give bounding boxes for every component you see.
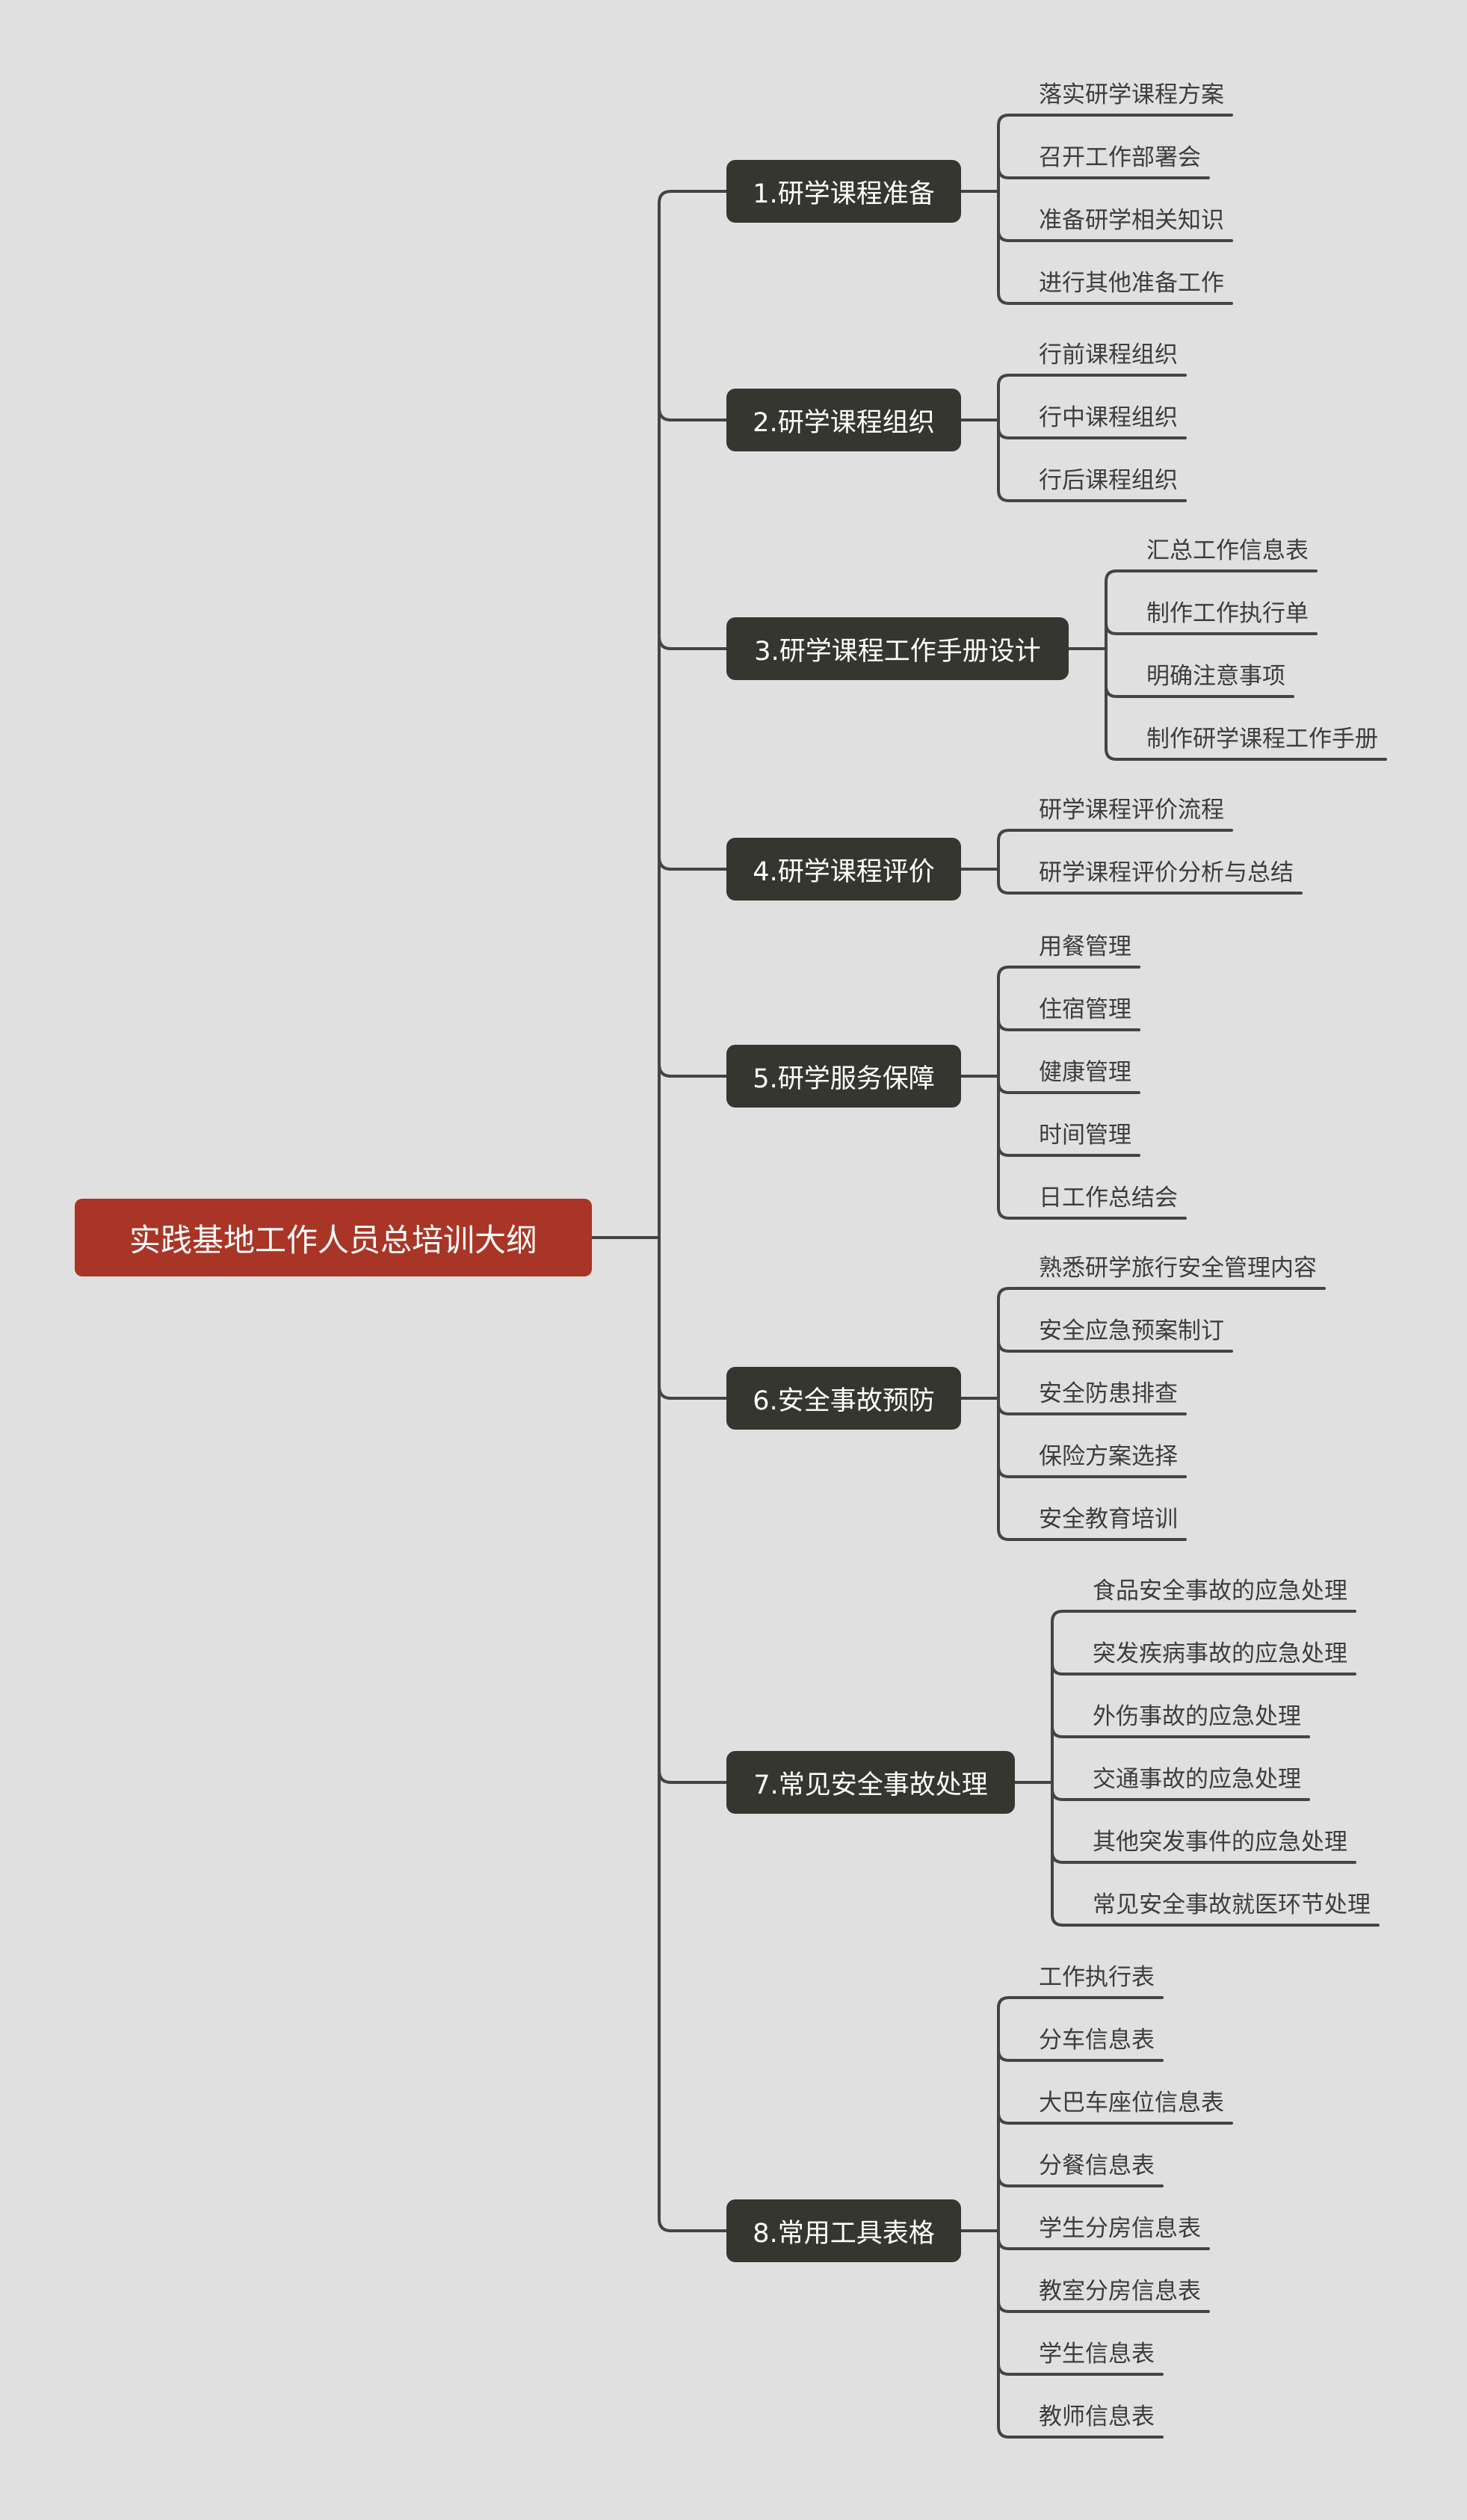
- leaf-topic[interactable]: 食品安全事故的应急处理: [1093, 1578, 1347, 1605]
- leaf-underline: [997, 166, 1210, 179]
- leaf-topic[interactable]: 安全应急预案制订: [1039, 1318, 1224, 1344]
- leaf-topic[interactable]: 熟悉研学旅行安全管理内容: [1039, 1255, 1317, 1282]
- leaf-topic[interactable]: 日工作总结会: [1039, 1185, 1178, 1211]
- branch-connector: [658, 856, 728, 871]
- leaf-topic[interactable]: 研学课程评价分析与总结: [1039, 859, 1294, 886]
- leaf-underline: [997, 229, 1233, 242]
- leaf-topic[interactable]: 研学课程评价流程: [1039, 797, 1224, 824]
- leaf-underline: [997, 1206, 1187, 1220]
- leaf-underline: [997, 1465, 1187, 1478]
- leaf-topic[interactable]: 落实研学课程方案: [1039, 81, 1224, 108]
- leaf-underline: [997, 1081, 1140, 1094]
- leaf-topic[interactable]: 制作工作执行单: [1146, 600, 1309, 627]
- leaf-underline: [997, 2111, 1233, 2125]
- leaf-topic[interactable]: 明确注意事项: [1146, 663, 1285, 690]
- leaf-underline: [997, 2048, 1164, 2062]
- leaf-topic[interactable]: 突发疾病事故的应急处理: [1093, 1640, 1347, 1667]
- leaf-topic[interactable]: 安全教育培训: [1039, 1506, 1178, 1533]
- leaf-underline: [997, 1528, 1187, 1541]
- leaf-topic[interactable]: 安全防患排查: [1039, 1380, 1178, 1407]
- branch-topic[interactable]: 6.安全事故预防: [726, 1367, 961, 1430]
- leaf-underline: [997, 374, 1187, 387]
- leaf-topic[interactable]: 住宿管理: [1039, 996, 1131, 1023]
- leaf-topic[interactable]: 分餐信息表: [1039, 2152, 1155, 2179]
- branch-connector: [658, 407, 728, 421]
- leaf-underline: [1051, 1610, 1356, 1623]
- leaf-underline: [997, 966, 1140, 979]
- leaf-topic[interactable]: 大巴车座位信息表: [1039, 2090, 1224, 2116]
- leaf-topic[interactable]: 学生信息表: [1039, 2341, 1155, 2368]
- leaf-underline: [1105, 747, 1387, 761]
- branch-topic[interactable]: 1.研学课程准备: [726, 160, 961, 223]
- leaf-topic[interactable]: 汇总工作信息表: [1146, 537, 1309, 564]
- leaf-topic[interactable]: 健康管理: [1039, 1059, 1131, 1086]
- leaf-topic[interactable]: 行中课程组织: [1039, 404, 1178, 431]
- branch-connector: [658, 1769, 728, 1784]
- leaf-underline: [997, 291, 1233, 305]
- leaf-topic[interactable]: 用餐管理: [1039, 933, 1131, 960]
- branch-topic[interactable]: 5.研学服务保障: [726, 1045, 961, 1108]
- leaf-topic[interactable]: 常见安全事故就医环节处理: [1093, 1891, 1371, 1918]
- leaf-topic[interactable]: 分车信息表: [1039, 2027, 1155, 2054]
- leaf-topic[interactable]: 准备研学相关知识: [1039, 207, 1224, 234]
- leaf-topic[interactable]: 行后课程组织: [1039, 467, 1178, 494]
- branch-connector: [658, 1063, 728, 1078]
- leaf-underline: [997, 2362, 1164, 2376]
- leaf-topic[interactable]: 工作执行表: [1039, 1964, 1155, 1991]
- leaf-underline: [997, 114, 1233, 127]
- leaf-topic[interactable]: 教师信息表: [1039, 2403, 1155, 2430]
- leaf-underline: [1051, 1662, 1356, 1676]
- leaf-underline: [997, 426, 1187, 439]
- leaf-topic[interactable]: 行前课程组织: [1039, 342, 1178, 368]
- leaf-topic[interactable]: 召开工作部署会: [1039, 144, 1201, 171]
- branch-connector: [658, 1385, 728, 1400]
- leaf-underline: [1051, 1850, 1356, 1864]
- leaf-topic[interactable]: 教室分房信息表: [1039, 2278, 1201, 2305]
- leaf-underline: [997, 2237, 1210, 2250]
- leaf-topic[interactable]: 制作研学课程工作手册: [1146, 726, 1378, 753]
- leaf-underline: [997, 1287, 1326, 1300]
- leaf-topic[interactable]: 学生分房信息表: [1039, 2215, 1201, 2242]
- root-topic[interactable]: 实践基地工作人员总培训大纲: [75, 1199, 592, 1276]
- branch-connector: [658, 635, 728, 650]
- leaf-underline: [997, 489, 1187, 502]
- leaf-underline: [1105, 685, 1294, 698]
- leaf-underline: [997, 881, 1303, 895]
- leaf-topic[interactable]: 外伤事故的应急处理: [1093, 1703, 1301, 1730]
- branch-topic[interactable]: 4.研学课程评价: [726, 838, 961, 901]
- leaf-topic[interactable]: 保险方案选择: [1039, 1443, 1178, 1470]
- branch-topic[interactable]: 7.常见安全事故处理: [726, 1751, 1015, 1814]
- branch-topic[interactable]: 8.常用工具表格: [726, 2199, 961, 2262]
- leaf-underline: [997, 1996, 1164, 2010]
- leaf-underline: [997, 1339, 1233, 1353]
- leaf-topic[interactable]: 进行其他准备工作: [1039, 270, 1224, 297]
- leaf-topic[interactable]: 交通事故的应急处理: [1093, 1766, 1301, 1793]
- leaf-underline: [1051, 1788, 1310, 1801]
- branch-topic[interactable]: 2.研学课程组织: [726, 389, 961, 451]
- leaf-underline: [1051, 1725, 1310, 1738]
- leaf-underline: [997, 1143, 1140, 1157]
- leaf-underline: [997, 2174, 1164, 2187]
- leaf-underline: [997, 2300, 1210, 2313]
- leaf-topic[interactable]: 其他突发事件的应急处理: [1093, 1829, 1347, 1856]
- leaf-underline: [1105, 569, 1318, 583]
- leaf-underline: [997, 1402, 1187, 1415]
- leaf-underline: [997, 1018, 1140, 1031]
- leaf-underline: [997, 2425, 1164, 2439]
- leaf-underline: [1051, 1913, 1380, 1927]
- leaf-underline: [997, 829, 1233, 842]
- trunk-line: [658, 190, 728, 2232]
- leaf-topic[interactable]: 时间管理: [1039, 1122, 1131, 1149]
- leaf-underline: [1105, 622, 1318, 635]
- branch-topic[interactable]: 3.研学课程工作手册设计: [726, 617, 1069, 680]
